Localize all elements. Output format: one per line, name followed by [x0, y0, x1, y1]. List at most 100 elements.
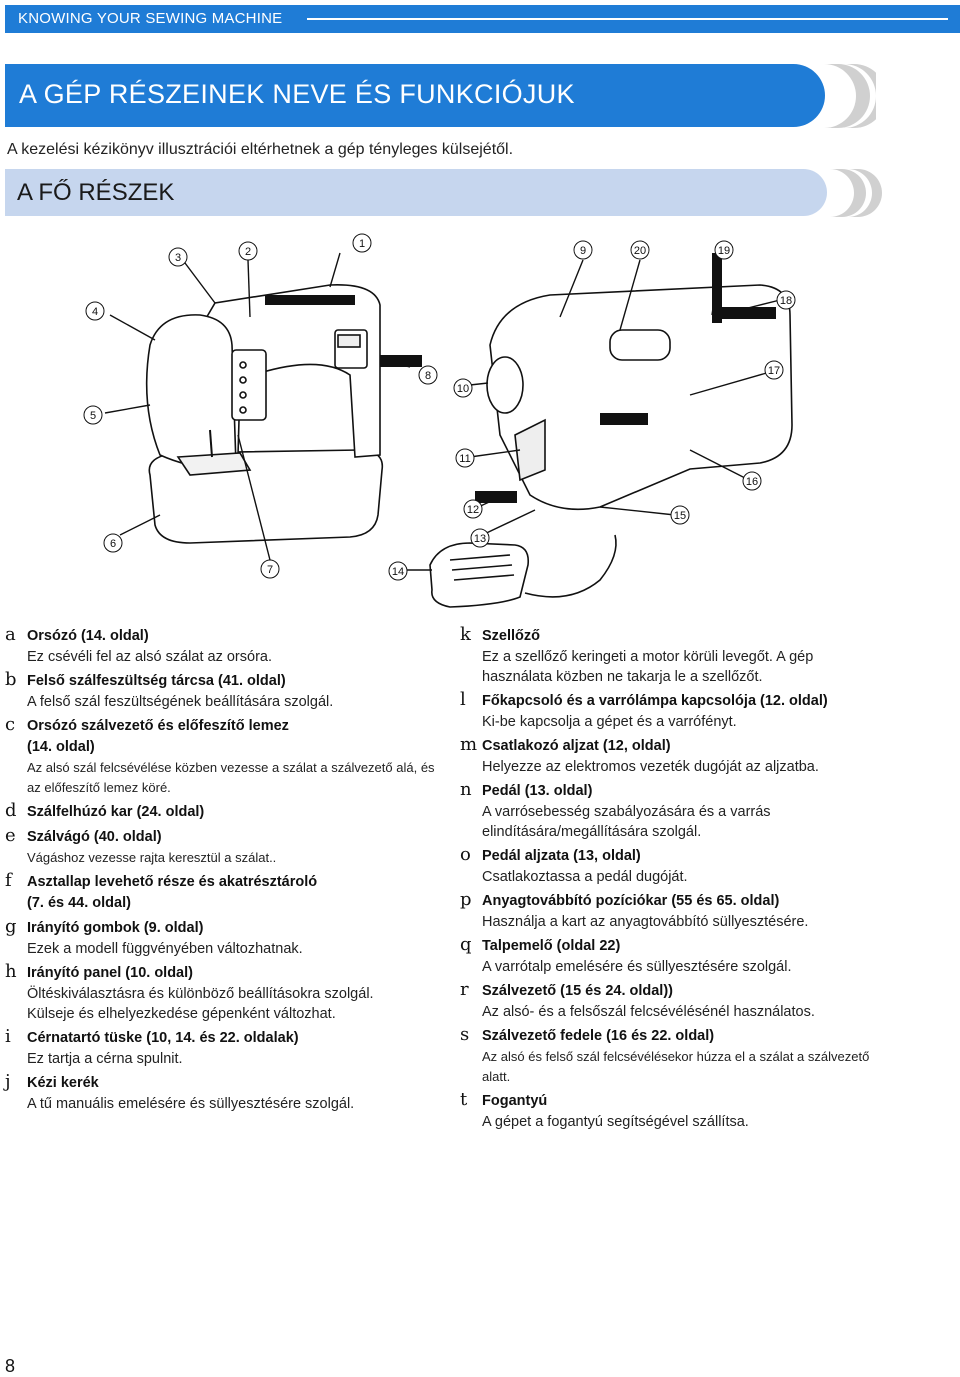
part-letter: d — [5, 800, 17, 821]
callout-7: 7 — [260, 559, 280, 579]
part-desc: Ez csévéli fel az alsó szálat az orsóra. — [27, 649, 272, 665]
svg-text:15: 15 — [674, 510, 686, 522]
part-item-e: e Szálvágó (40. oldal) Vágáshoz vezesse … — [5, 825, 445, 868]
part-title: Szálfelhúzó kar (24. oldal) — [27, 804, 205, 820]
svg-text:20: 20 — [634, 245, 646, 257]
svg-text:9: 9 — [580, 245, 586, 257]
part-desc: Használja a kart az anyagtovábbító sülly… — [482, 914, 809, 930]
svg-text:18: 18 — [780, 295, 792, 307]
part-item-b: b Felső szálfeszültség tárcsa (41. oldal… — [5, 669, 445, 712]
part-letter: s — [460, 1024, 470, 1045]
callout-8: 8 — [418, 365, 438, 385]
part-item-g: g Irányító gombok (9. oldal) Ezek a mode… — [5, 916, 445, 959]
callout-14: 14 — [388, 561, 408, 581]
part-letter: b — [5, 669, 17, 690]
svg-text:11: 11 — [459, 453, 470, 465]
part-title: Orsózó (14. oldal) — [27, 628, 149, 644]
part-desc: Az alsó és felső szál felcsévélésekor hú… — [482, 1049, 870, 1084]
part-letter: q — [460, 934, 472, 955]
part-desc: A gépet a fogantyú segítségével szállíts… — [482, 1114, 749, 1130]
svg-text:6: 6 — [110, 538, 116, 550]
svg-text:7: 7 — [267, 564, 273, 576]
running-header-rule — [307, 18, 948, 20]
part-desc: Öltéskiválasztásra és különböző beállítá… — [27, 986, 374, 1022]
part-title: Irányító gombok (9. oldal) — [27, 920, 204, 936]
part-item-l: l Főkapcsoló és a varrólámpa kapcsolója … — [460, 689, 910, 732]
part-item-d: d Szálfelhúzó kar (24. oldal) — [5, 800, 445, 823]
svg-text:12: 12 — [467, 504, 479, 516]
part-item-q: q Talpemelő (oldal 22) A varrótalp emelé… — [460, 934, 910, 977]
parts-list-right: k Szellőző Ez a szellőző keringeti a mot… — [460, 624, 910, 1136]
page-title-bar: A GÉP RÉSZEINEK NEVE ÉS FUNKCIÓJUK — [5, 64, 825, 127]
part-title: Szellőző — [482, 628, 541, 644]
part-letter: a — [5, 624, 16, 645]
callout-19: 19 — [714, 240, 734, 260]
callout-12: 12 — [463, 499, 483, 519]
part-desc: Az alsó- és a felsőszál felcsévélésénél … — [482, 1004, 815, 1020]
part-desc: Csatlakoztassa a pedál dugóját. — [482, 869, 688, 885]
callout-20: 20 — [630, 240, 650, 260]
part-desc: Ezek a modell függvényében változhatnak. — [27, 941, 303, 957]
part-desc: A varrótalp emelésére és süllyesztésére … — [482, 959, 792, 975]
svg-text:1: 1 — [359, 238, 365, 250]
svg-text:10: 10 — [457, 383, 469, 395]
part-desc: A tű manuális emelésére és süllyesztésér… — [27, 1096, 355, 1112]
part-item-h: h Irányító panel (10. oldal) Öltéskivála… — [5, 961, 445, 1024]
callout-6: 6 — [103, 533, 123, 553]
part-letter: f — [5, 870, 12, 891]
callout-5: 5 — [83, 405, 103, 425]
running-header-title: KNOWING YOUR SEWING MACHINE — [18, 10, 283, 27]
part-item-i: i Cérnatartó tüske (10, 14. és 22. oldal… — [5, 1026, 445, 1069]
part-letter: p — [460, 889, 472, 910]
part-desc: A felső szál feszültségének beállítására… — [27, 694, 334, 710]
part-title: Orsózó szálvezető és előfeszítő lemez (1… — [27, 718, 289, 755]
part-title: Pedál aljzata (13, oldal) — [482, 848, 641, 864]
svg-text:17: 17 — [768, 365, 780, 377]
part-title: Főkapcsoló és a varrólámpa kapcsolója (1… — [482, 693, 828, 709]
part-letter: m — [460, 734, 478, 755]
svg-text:2: 2 — [245, 246, 251, 258]
part-letter: n — [460, 779, 472, 800]
part-letter: o — [460, 844, 471, 865]
title-chevron-icon — [824, 64, 876, 128]
part-title: Cérnatartó tüske (10, 14. és 22. oldalak… — [27, 1030, 299, 1046]
part-desc: Ez a szellőző keringeti a motor körüli l… — [482, 649, 814, 685]
part-desc: Az alsó szál felcsévélése közben vezesse… — [27, 760, 435, 795]
part-letter: i — [5, 1026, 11, 1047]
svg-text:16: 16 — [746, 476, 758, 488]
callout-2: 2 — [238, 241, 258, 261]
callout-3: 3 — [168, 247, 188, 267]
part-letter: j — [5, 1071, 11, 1092]
part-title: Irányító panel (10. oldal) — [27, 965, 193, 981]
part-letter: h — [5, 961, 17, 982]
part-item-j: j Kézi kerék A tű manuális emelésére és … — [5, 1071, 445, 1114]
svg-text:5: 5 — [90, 410, 96, 422]
callout-10: 10 — [453, 378, 473, 398]
part-desc: Ez tartja a cérna spulnit. — [27, 1051, 183, 1067]
part-title: Pedál (13. oldal) — [482, 783, 593, 799]
svg-text:8: 8 — [425, 370, 431, 382]
part-item-p: p Anyagtovábbító pozíciókar (55 és 65. o… — [460, 889, 910, 932]
part-title: Kézi kerék — [27, 1075, 99, 1091]
front-machine-illustration — [145, 284, 384, 544]
part-letter: g — [5, 916, 17, 937]
svg-text:3: 3 — [175, 252, 181, 264]
part-item-t: t Fogantyú A gépet a fogantyú segítségév… — [460, 1089, 910, 1132]
page-title: A GÉP RÉSZEINEK NEVE ÉS FUNKCIÓJUK — [19, 79, 575, 109]
part-item-f: f Asztallap levehető része és akatrésztá… — [5, 870, 445, 914]
callout-9: 9 — [573, 240, 593, 260]
section-title: A FŐ RÉSZEK — [17, 179, 175, 206]
callout-4: 4 — [85, 301, 105, 321]
part-item-n: n Pedál (13. oldal) A varrósebesség szab… — [460, 779, 910, 842]
svg-text:4: 4 — [92, 306, 98, 318]
part-item-a: a Orsózó (14. oldal) Ez csévéli fel az a… — [5, 624, 445, 667]
page-number: 8 — [5, 1356, 16, 1376]
part-item-m: m Csatlakozó aljzat (12, oldal) Helyezze… — [460, 734, 910, 777]
part-desc: Vágáshoz vezesse rajta keresztül a szála… — [27, 850, 277, 865]
part-letter: k — [460, 624, 471, 645]
callout-15: 15 — [670, 505, 690, 525]
callout-17: 17 — [764, 360, 784, 380]
section-title-bar: A FŐ RÉSZEK — [5, 169, 827, 216]
part-letter: r — [460, 979, 469, 1000]
part-title: Talpemelő (oldal 22) — [482, 938, 621, 954]
